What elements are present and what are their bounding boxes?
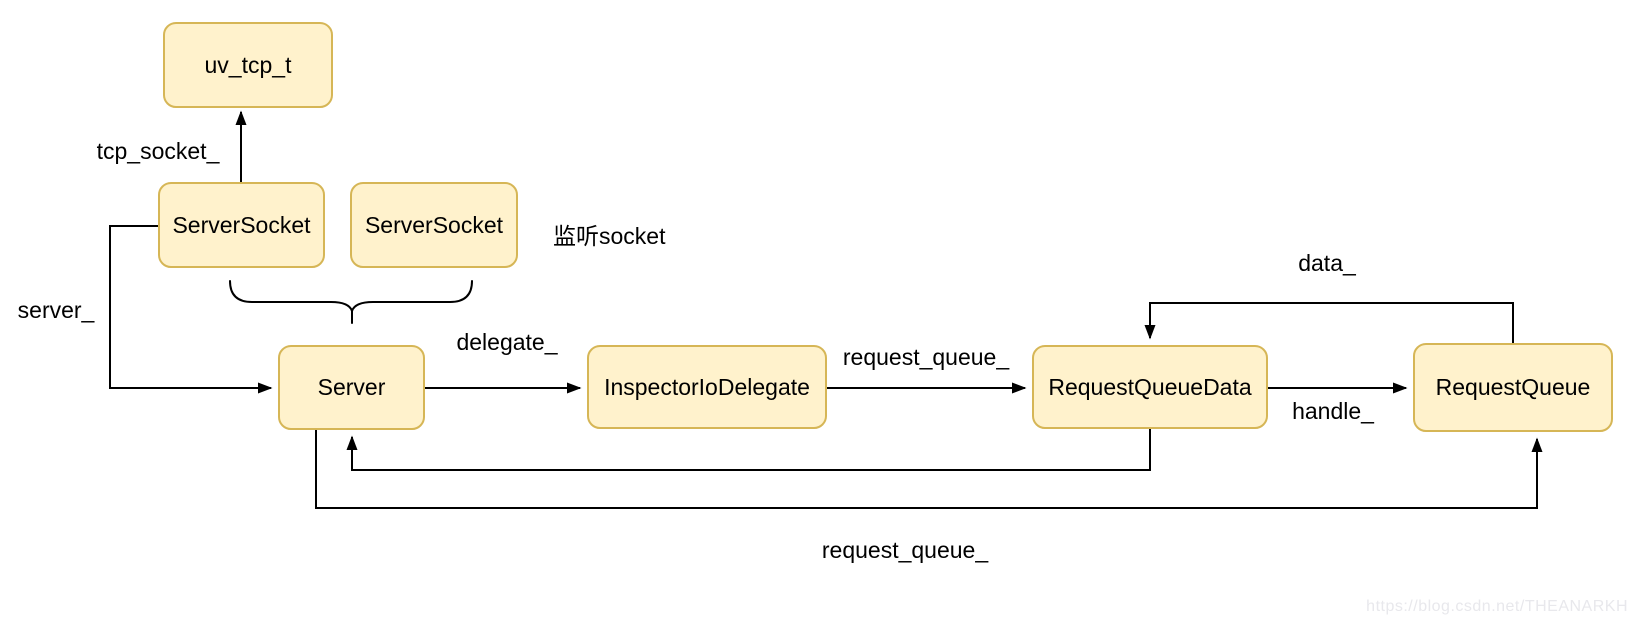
listen-socket-note: 监听socket xyxy=(553,223,666,249)
node-inspector-io-delegate: InspectorIoDelegate xyxy=(587,345,827,429)
edge-label-server: server_ xyxy=(17,297,95,323)
edge-data-arrow xyxy=(1144,302,1514,343)
node-request-queue-data: RequestQueueData xyxy=(1032,345,1268,429)
node-request-queue: RequestQueue xyxy=(1413,343,1613,432)
node-request-queue-label: RequestQueue xyxy=(1435,374,1591,400)
edge-label-handle: handle_ xyxy=(1292,398,1374,424)
edge-request-queue-bottom-arrow xyxy=(315,430,1543,509)
node-server-label: Server xyxy=(317,374,386,400)
node-uv-tcp-t: uv_tcp_t xyxy=(163,22,333,108)
node-server-socket-2: ServerSocket xyxy=(350,182,518,268)
node-server: Server xyxy=(278,345,425,430)
edge-label-data: data_ xyxy=(1298,250,1356,276)
edge-label-request-queue-bottom: request_queue_ xyxy=(821,537,989,563)
node-uv-tcp-t-label: uv_tcp_t xyxy=(204,51,292,78)
node-server-socket-1-label: ServerSocket xyxy=(172,211,311,238)
edge-label-delegate: delegate_ xyxy=(456,329,558,355)
node-server-socket-2-label: ServerSocket xyxy=(364,211,504,238)
node-inspector-io-delegate-label: InspectorIoDelegate xyxy=(604,373,810,400)
node-request-queue-data-label: RequestQueueData xyxy=(1048,373,1252,400)
node-server-socket-1: ServerSocket xyxy=(158,182,325,268)
edge-server-arrow xyxy=(109,225,273,394)
edge-label-request-queue-top: request_queue_ xyxy=(842,344,1010,370)
csdn-watermark: https://blog.csdn.net/THEANARKH xyxy=(1366,598,1628,615)
edge-label-tcp-socket: tcp_socket_ xyxy=(96,138,220,164)
brace-group-server-sockets xyxy=(229,280,473,324)
edge-requestqueuedata-to-server-arrow xyxy=(346,429,1151,471)
